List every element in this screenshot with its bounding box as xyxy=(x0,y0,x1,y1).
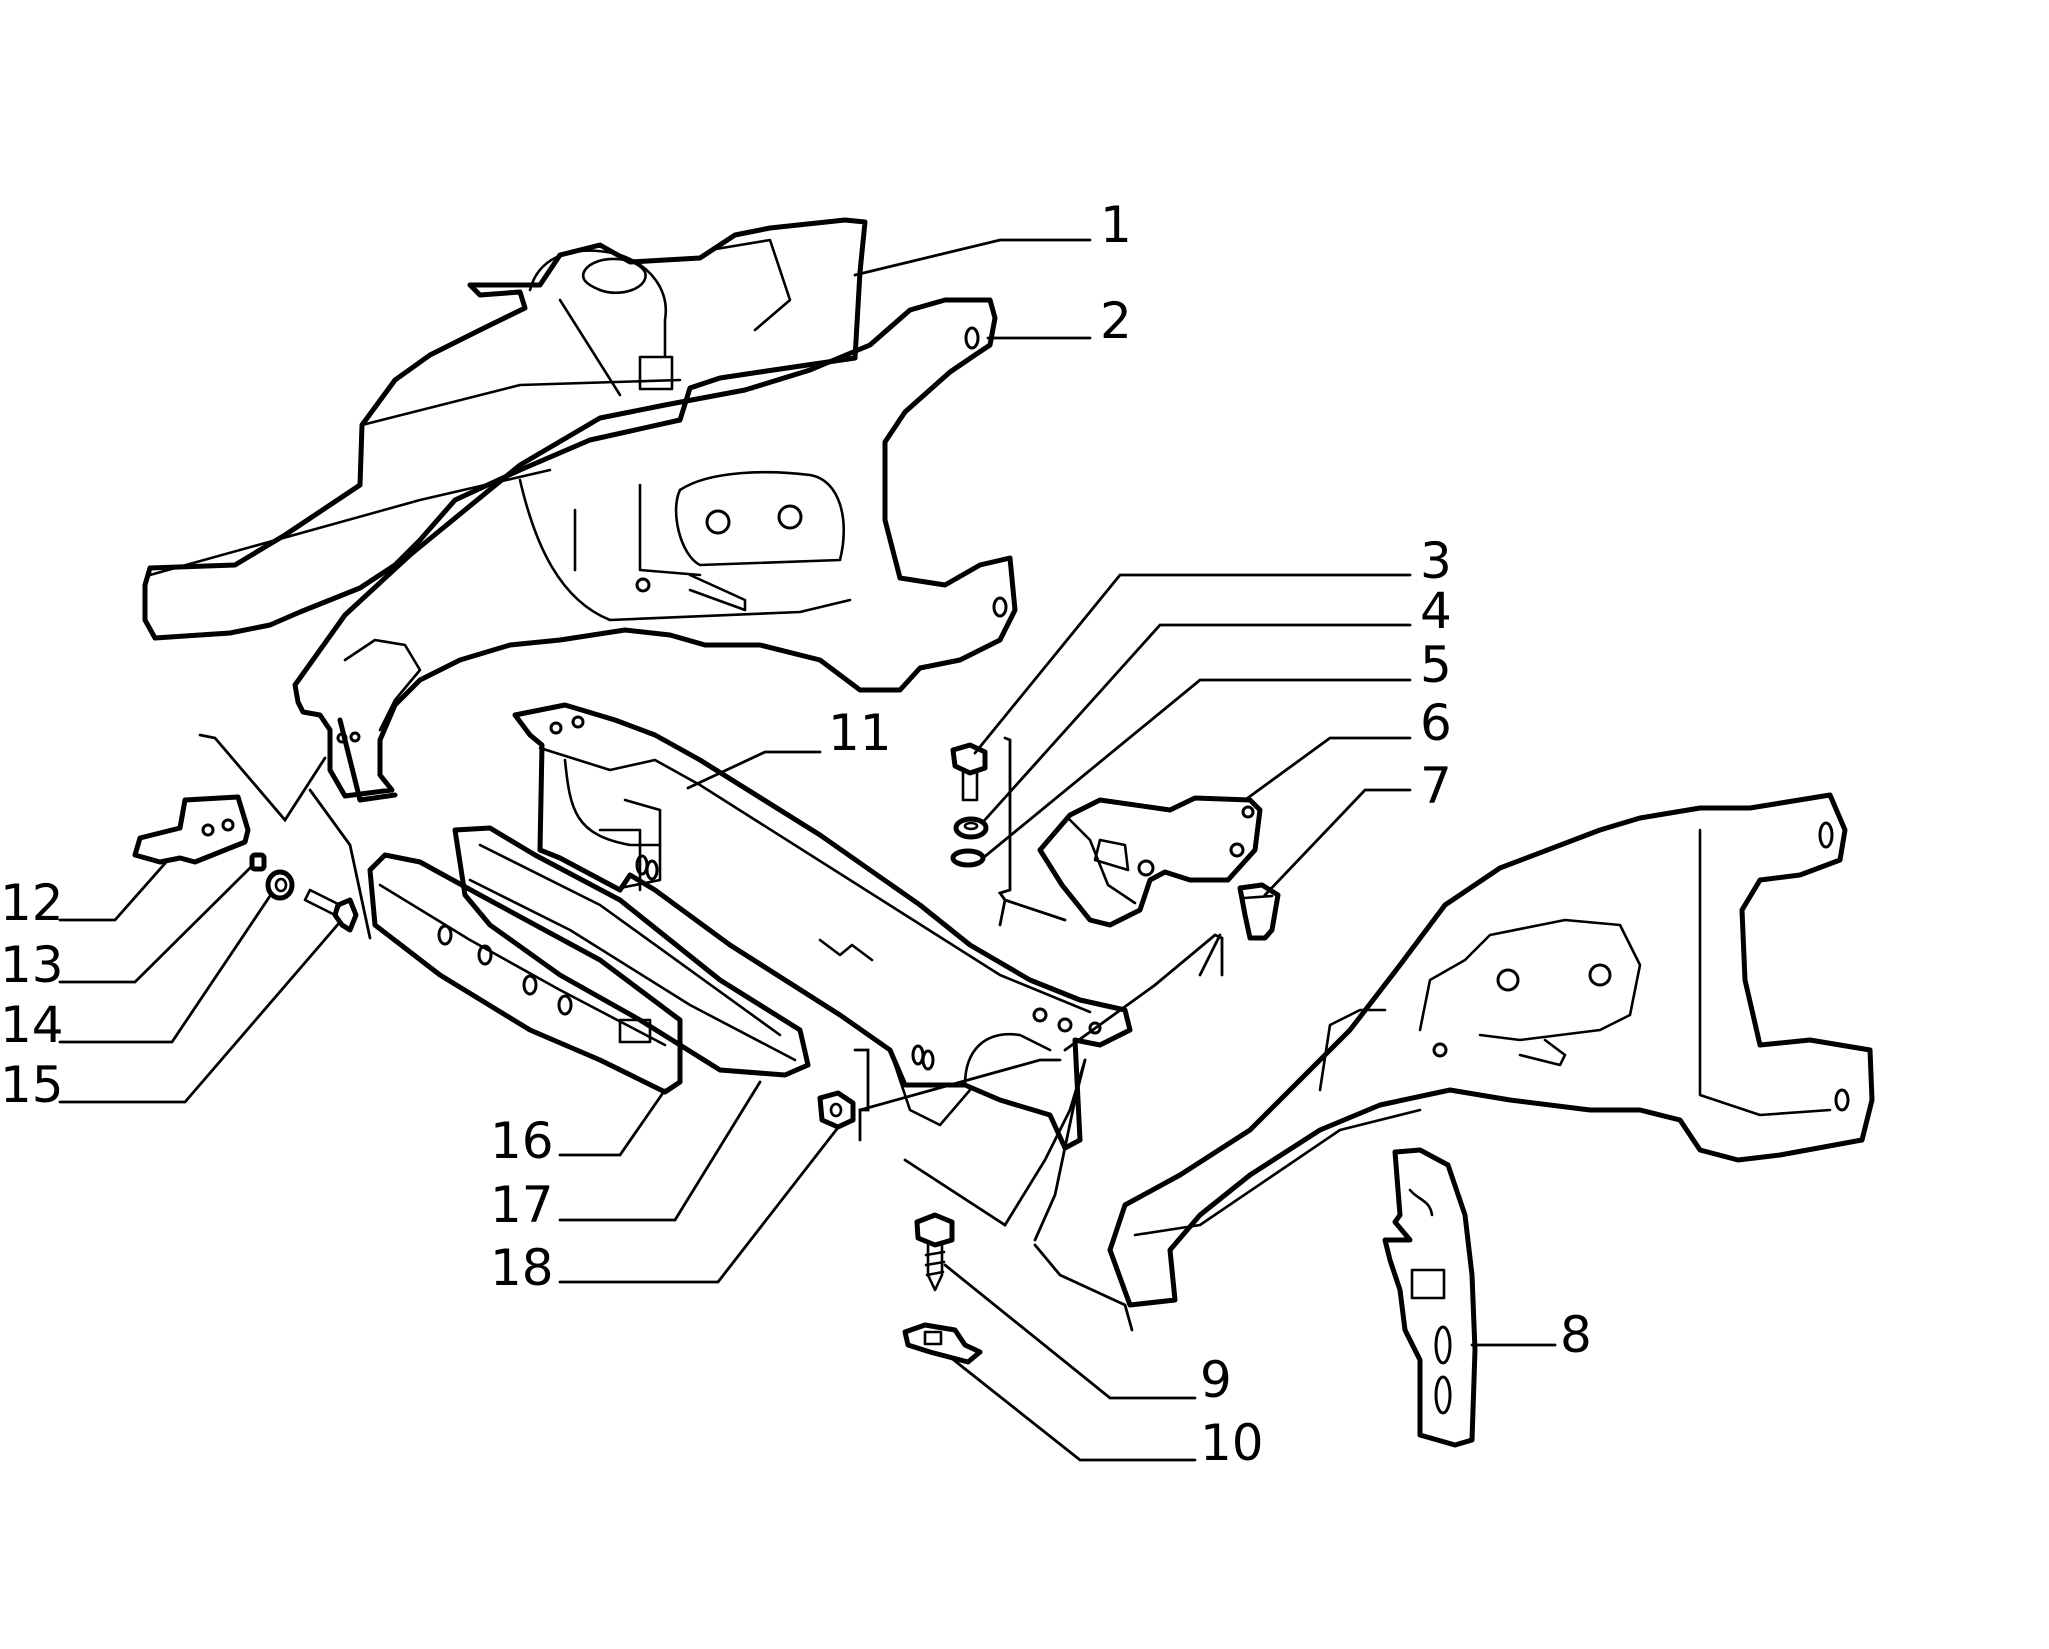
callout-10: 10 xyxy=(1200,1414,1264,1472)
part-9-screw xyxy=(914,1212,955,1292)
callout-6: 6 xyxy=(1420,694,1452,752)
callout-9: 9 xyxy=(1200,1351,1232,1409)
part-4-washer xyxy=(953,816,989,840)
part-6-bracket xyxy=(1037,795,1263,928)
callout-7: 7 xyxy=(1420,757,1452,815)
part-3-bolt xyxy=(950,742,988,802)
callout-13: 13 xyxy=(0,936,64,994)
callout-14: 14 xyxy=(0,996,64,1054)
part-11-crossmember xyxy=(512,702,1133,1151)
part-2-side-member xyxy=(292,297,1018,803)
part-7-clip-nut xyxy=(1237,882,1281,941)
callout-11: 11 xyxy=(828,704,892,762)
callout-17: 17 xyxy=(490,1176,554,1234)
callout-leader-lines xyxy=(58,238,1557,1462)
part-1-wheelhouse-panel xyxy=(142,217,868,641)
part-8-side-bracket xyxy=(1382,1147,1478,1448)
part-13-nut xyxy=(249,852,267,872)
callout-1: 1 xyxy=(1100,196,1132,254)
part-16-lower-member xyxy=(367,852,683,1095)
callout-2: 2 xyxy=(1100,292,1132,350)
assembly-guide-lines xyxy=(198,733,1224,1332)
callout-5: 5 xyxy=(1420,636,1452,694)
callout-12: 12 xyxy=(0,874,64,932)
part-14-washer xyxy=(265,869,295,901)
part-17-reinforcement xyxy=(452,825,811,1078)
part-10-clip-nut xyxy=(902,1322,983,1365)
callout-4: 4 xyxy=(1420,582,1452,640)
callout-labels: 1 2 3 4 5 6 7 8 9 10 11 12 13 14 15 16 1… xyxy=(0,196,1592,1472)
callout-16: 16 xyxy=(490,1112,554,1170)
callout-15: 15 xyxy=(0,1056,64,1114)
part-5-washer xyxy=(950,848,986,868)
part-18-nut xyxy=(817,1090,856,1130)
part-12-cable-clip xyxy=(132,794,251,865)
part-right-side-member xyxy=(1107,792,1875,1308)
callout-3: 3 xyxy=(1420,532,1452,590)
callout-18: 18 xyxy=(490,1239,554,1297)
part-15-bolt xyxy=(303,888,359,933)
callout-8: 8 xyxy=(1560,1306,1592,1364)
